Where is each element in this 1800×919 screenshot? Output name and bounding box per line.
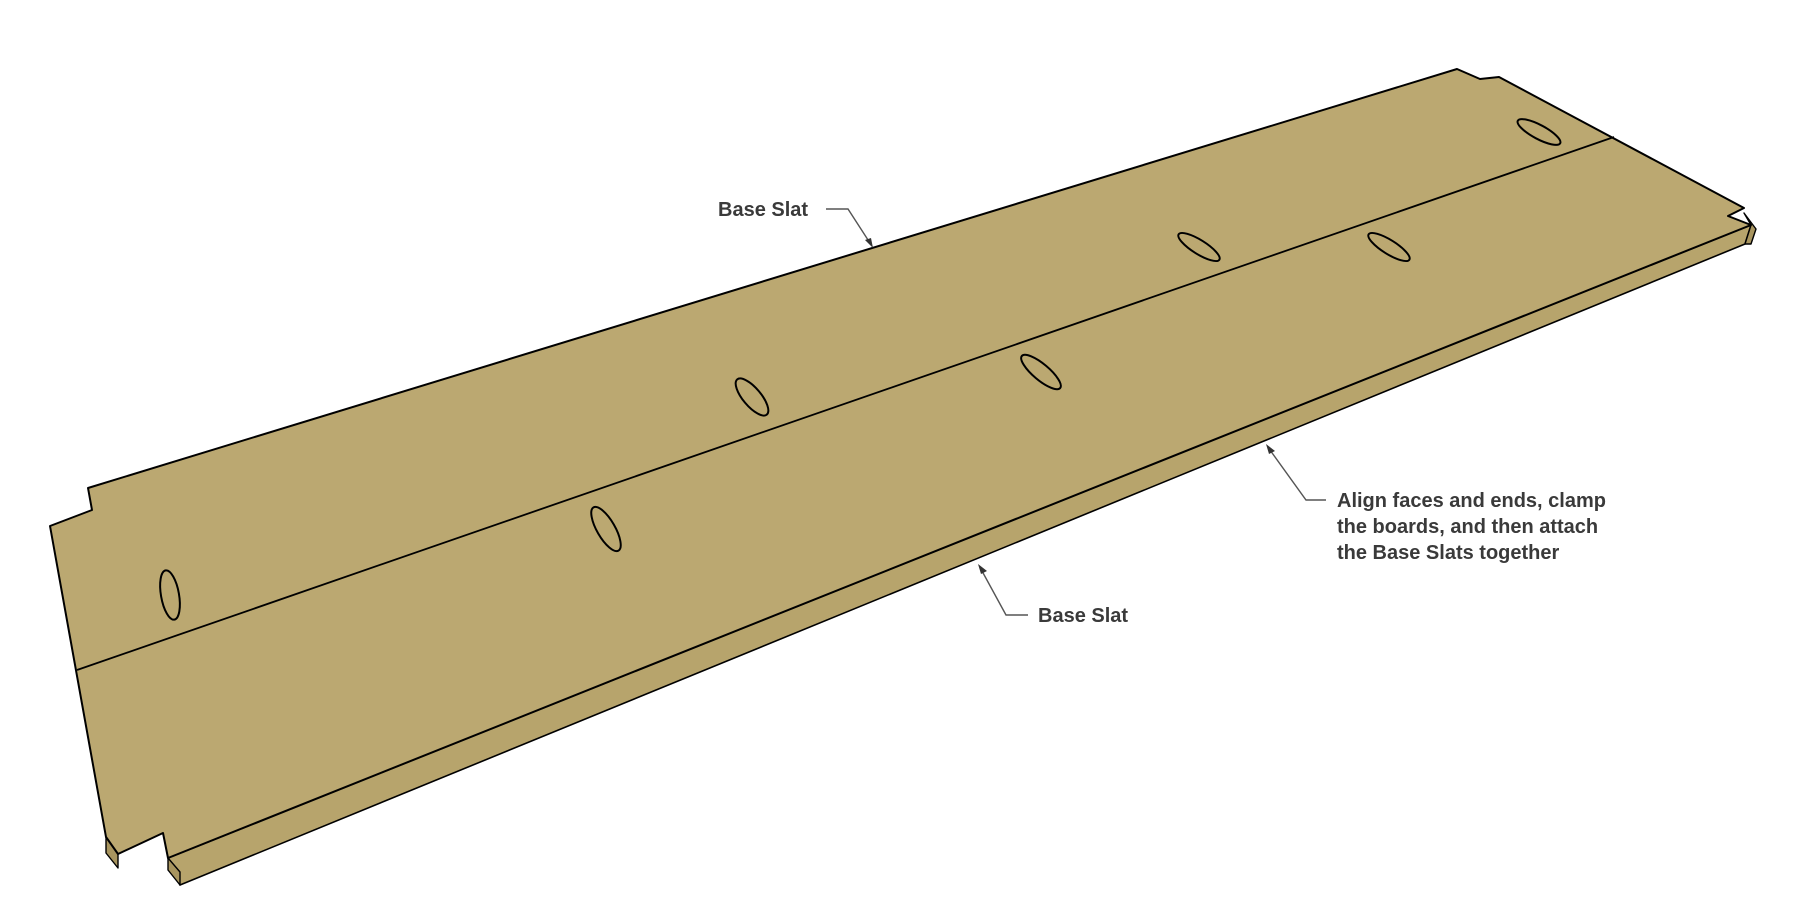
pocket-hole bbox=[734, 377, 770, 417]
pocket-hole bbox=[1516, 118, 1562, 146]
bottom-slat-label: Base Slat bbox=[1038, 605, 1128, 627]
instruction-line-2: the boards, and then attach bbox=[1337, 516, 1598, 538]
callout-top-slat: Base Slat bbox=[718, 199, 873, 248]
base-slats-top-face bbox=[49, 68, 1752, 859]
callout-bottom-slat: Base Slat bbox=[978, 564, 1128, 627]
top-slat-label: Base Slat bbox=[718, 199, 808, 221]
instruction-arrowhead bbox=[1266, 444, 1275, 454]
pocket-holes bbox=[159, 118, 1562, 621]
instruction-line-1: Align faces and ends, clamp bbox=[1337, 490, 1606, 512]
pocket-hole bbox=[590, 505, 622, 553]
pocket-hole bbox=[1367, 231, 1411, 263]
top-slat-leader bbox=[826, 208, 871, 244]
bottom-slat-right-end bbox=[1743, 212, 1757, 245]
slat-seam bbox=[76, 136, 1615, 671]
board-assembly bbox=[49, 68, 1757, 886]
top-slat-arrowhead bbox=[865, 238, 873, 248]
pocket-hole bbox=[1020, 353, 1062, 391]
callout-instruction: Align faces and ends, clamp the boards, … bbox=[1266, 444, 1606, 564]
instruction-line-3: the Base Slats together bbox=[1337, 542, 1560, 564]
bottom-slat-leader bbox=[981, 570, 1028, 616]
instruction-leader bbox=[1269, 449, 1326, 501]
pocket-hole bbox=[159, 569, 181, 621]
left-notch-edge bbox=[167, 857, 181, 886]
bottom-slat-arrowhead bbox=[978, 564, 987, 574]
pocket-hole bbox=[1177, 231, 1221, 263]
